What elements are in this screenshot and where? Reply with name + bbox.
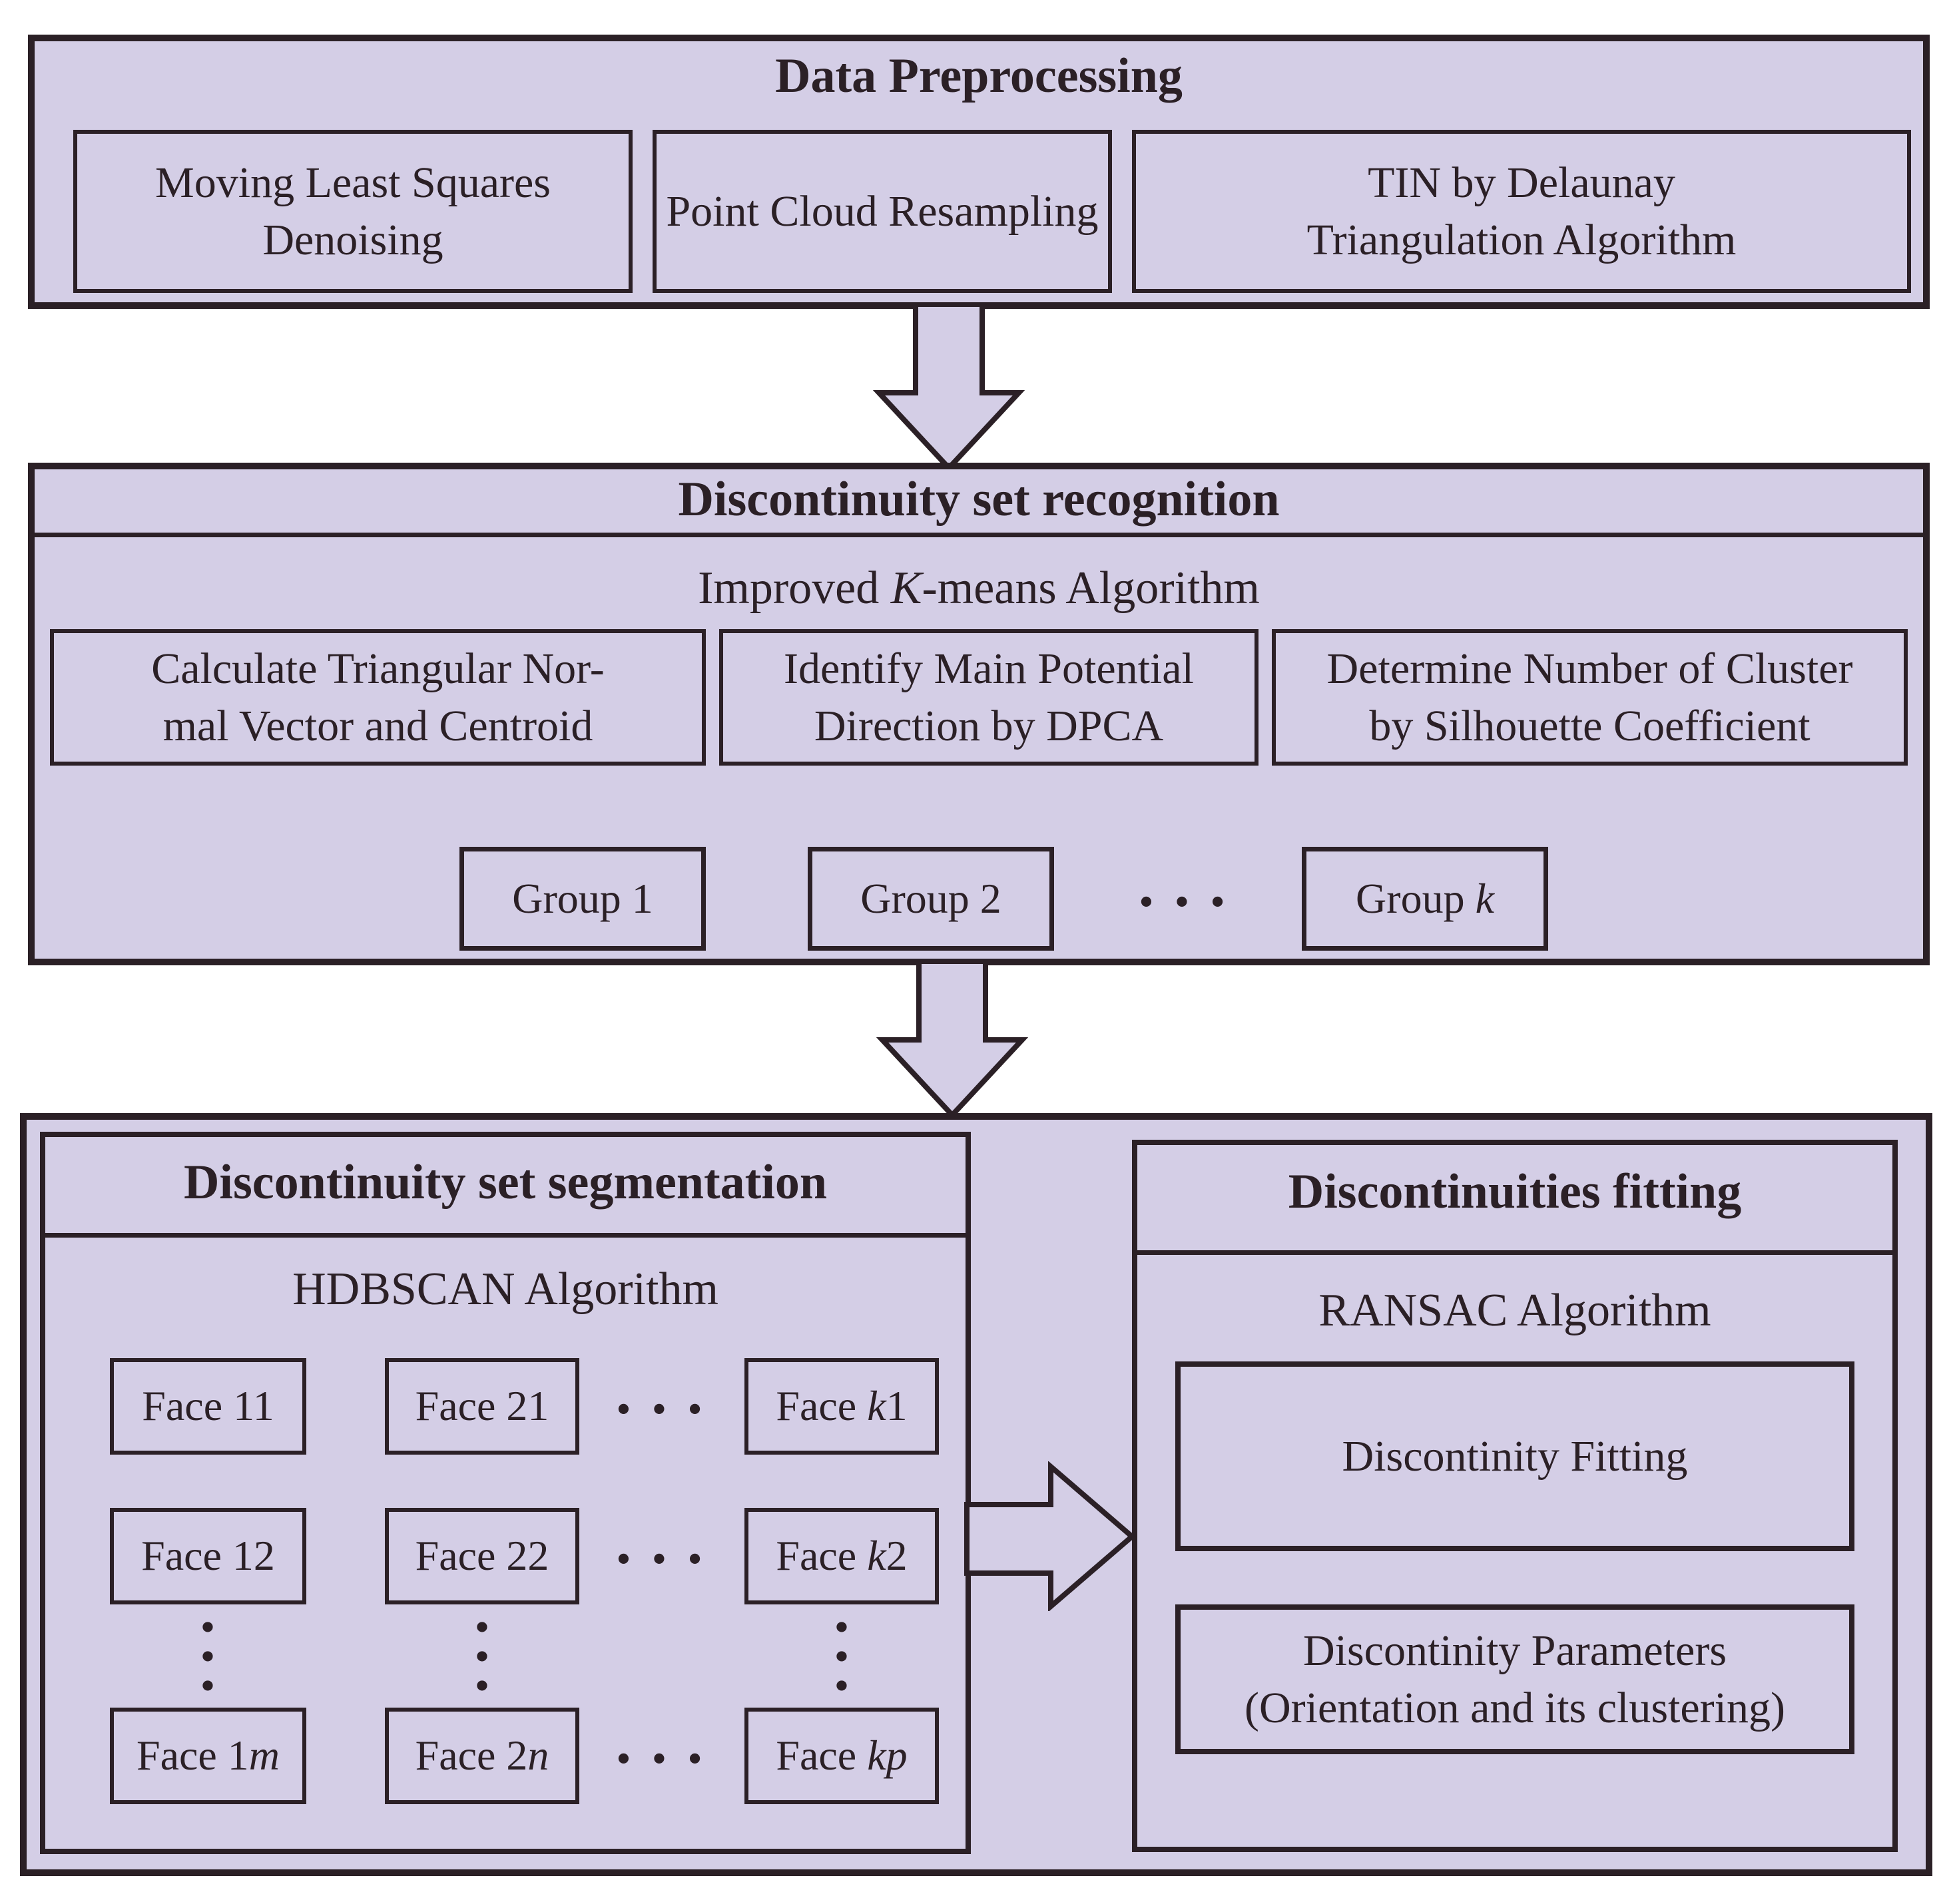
horizontal-ellipsis: • • • [617, 1389, 708, 1430]
point-cloud-resampling-box: Point Cloud Resampling [653, 130, 1112, 293]
vertical-ellipsis: ••• [200, 1602, 216, 1709]
face-box-k2: Face k2 [744, 1508, 939, 1604]
discontinuities-fitting-title: Discontinuities fitting [1288, 1164, 1742, 1219]
face-box-1m: Face 1m [110, 1708, 306, 1804]
result-line: Discontinity Fitting [1342, 1431, 1688, 1481]
face-label: Face 12 [141, 1532, 275, 1580]
down-arrow-icon [872, 303, 1025, 472]
step-line: Triangulation Algorithm [1306, 215, 1737, 264]
result-line: (Orientation and its clustering) [1245, 1683, 1785, 1732]
group-1-box: Group 1 [459, 847, 706, 951]
step-line: Determine Number of Cluster [1326, 644, 1853, 693]
face-box-12: Face 12 [110, 1508, 306, 1604]
discontinuity-set-recognition-title: Discontinuity set recognition [678, 472, 1280, 527]
improved-kmeans-label: Improved K-means Algorithm [698, 563, 1260, 614]
vertical-ellipsis: ••• [474, 1602, 490, 1709]
title-separator [1137, 1250, 1892, 1255]
face-box-k1: Face k1 [744, 1358, 939, 1455]
hdbscan-label: HDBSCAN Algorithm [292, 1264, 718, 1315]
face-box-kp: Face kp [744, 1708, 939, 1804]
face-box-22: Face 22 [385, 1508, 579, 1604]
calculate-normal-box: Calculate Triangular Nor- mal Vector and… [50, 629, 706, 766]
group-label: Group 1 [512, 874, 653, 922]
discontinuity-fitting-box: Discontinity Fitting [1175, 1361, 1854, 1551]
face-label: Face 22 [415, 1532, 549, 1580]
result-line: Discontinity Parameters [1302, 1626, 1727, 1675]
face-label: Face 21 [415, 1382, 549, 1430]
group-2-box: Group 2 [808, 847, 1054, 951]
identify-direction-box: Identify Main Potential Direction by DPC… [719, 629, 1258, 766]
discontinuity-parameters-box: Discontinity Parameters (Orientation and… [1175, 1604, 1854, 1754]
title-separator [45, 1233, 966, 1238]
face-label: Face kp [776, 1732, 908, 1780]
ransac-label: RANSAC Algorithm [1318, 1285, 1711, 1336]
face-box-11: Face 11 [110, 1358, 306, 1455]
step-line: Point Cloud Resampling [666, 186, 1099, 236]
face-label: Face 11 [142, 1382, 274, 1430]
face-label: Face 1m [136, 1732, 280, 1780]
step-line: Moving Least Squares [155, 158, 551, 207]
step-line: by Silhouette Coefficient [1369, 701, 1811, 750]
group-label: Group 2 [860, 874, 1001, 922]
title-separator [35, 533, 1923, 537]
step-line: TIN by Delaunay [1368, 158, 1675, 207]
face-box-2n: Face 2n [385, 1708, 579, 1804]
step-line: Identify Main Potential [784, 644, 1194, 693]
face-box-21: Face 21 [385, 1358, 579, 1455]
vertical-ellipsis: ••• [834, 1602, 850, 1709]
horizontal-ellipsis: • • • [617, 1539, 708, 1580]
step-line: Denoising [262, 215, 443, 264]
step-line: Calculate Triangular Nor- [151, 644, 605, 693]
discontinuity-set-segmentation-title: Discontinuity set segmentation [183, 1155, 828, 1210]
right-arrow-icon [964, 1461, 1137, 1611]
group-k-box: Group k [1302, 847, 1548, 951]
group-label: Group k [1356, 874, 1494, 922]
step-line: Direction by DPCA [814, 701, 1164, 750]
face-label: Face k2 [776, 1532, 908, 1580]
determine-cluster-box: Determine Number of Cluster by Silhouett… [1272, 629, 1908, 766]
step-line: mal Vector and Centroid [162, 701, 593, 750]
moving-least-squares-box: Moving Least Squares Denoising [73, 130, 633, 293]
data-preprocessing-title: Data Preprocessing [775, 49, 1183, 103]
face-label: Face k1 [776, 1382, 908, 1430]
horizontal-ellipsis: • • • [617, 1738, 708, 1780]
face-label: Face 2n [415, 1732, 549, 1780]
tin-delaunay-box: TIN by Delaunay Triangulation Algorithm [1132, 130, 1911, 293]
down-arrow-icon [876, 960, 1029, 1119]
horizontal-ellipsis: • • • [1139, 881, 1231, 923]
